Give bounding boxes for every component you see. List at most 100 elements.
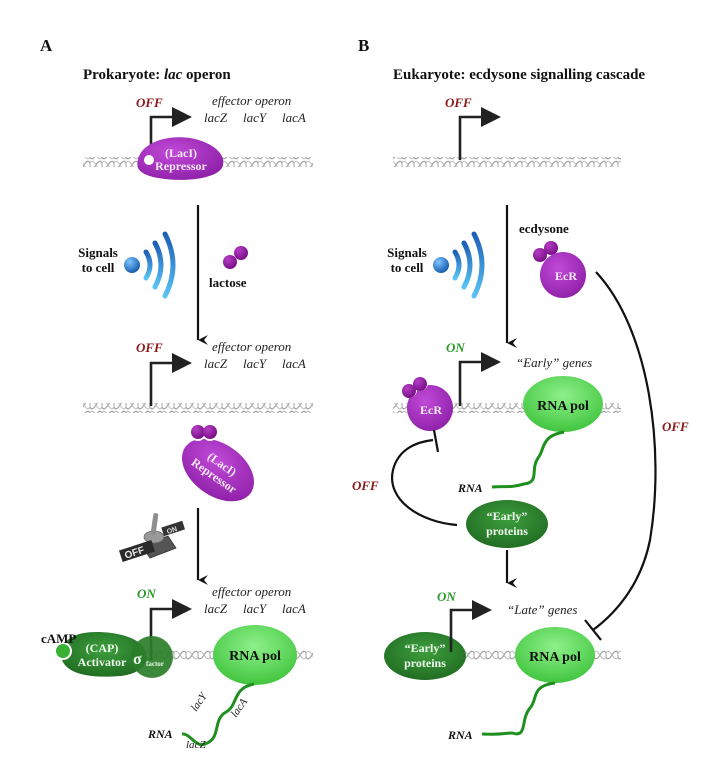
panel-a-title-suffix: operon	[182, 67, 231, 83]
ecr-label: EcR	[420, 403, 442, 417]
panel-a-letter: A	[40, 36, 53, 55]
ecr-receptor	[407, 385, 453, 431]
gene-lacz: lacZ	[204, 356, 228, 371]
early-proteins-label-2: proteins	[404, 656, 446, 670]
rna-gene-lacy: lacY	[189, 689, 211, 713]
panel-b-letter: B	[358, 36, 369, 55]
rna-transcript	[491, 430, 565, 489]
long-feedback-off-label: OFF	[662, 419, 689, 434]
panel-a-title: Prokaryote: lac operon	[83, 67, 231, 83]
promoter-arrow-head	[172, 353, 192, 373]
signal-wave-icon	[471, 231, 485, 299]
laci-repressor	[181, 438, 255, 502]
signal-to-cell: Signals to cell	[387, 231, 485, 299]
panel-a-step1: OFF effector operon lacZ lacY lacA (LacI…	[83, 93, 313, 180]
rna-label: RNA	[457, 481, 483, 495]
gene-lacy: lacY	[243, 601, 268, 616]
gene-laca: lacA	[282, 601, 306, 616]
panel-a-step2: OFF effector operon lacZ lacY lacA (LacI…	[83, 339, 313, 502]
rna-polymerase	[523, 376, 603, 432]
panel-b-step2: ON “Early” genes EcR RNA pol RNA “Early”…	[352, 340, 621, 548]
sigma-factor	[131, 636, 173, 678]
promoter-arrow	[149, 361, 178, 406]
early-proteins	[384, 632, 466, 680]
camp-label: cAMP	[41, 631, 76, 646]
signals-label-1: Signals	[387, 245, 427, 260]
signal-source-icon	[124, 257, 140, 273]
promoter-arrow-head	[172, 599, 192, 619]
activator-label-2: Activator	[78, 655, 127, 669]
repression-bar	[432, 429, 440, 453]
gene-lacz: lacZ	[204, 601, 228, 616]
rna-gene-lacz: lacZ	[186, 739, 206, 751]
rna-polymerase	[515, 627, 595, 683]
panel-b-title: Eukaryote: ecdysone signalling cascade	[393, 67, 645, 83]
early-genes-label: “Early” genes	[516, 355, 592, 370]
lactose-molecule-icon	[223, 255, 237, 269]
sigma-symbol: σ	[133, 651, 142, 668]
rna-pol-label: RNA pol	[529, 650, 581, 665]
bound-lactose-icon	[191, 425, 205, 439]
signals-label-1: Signals	[78, 245, 118, 260]
gene-lacy: lacY	[243, 356, 268, 371]
feedback-off-label: OFF	[352, 478, 379, 493]
dna-strand	[393, 403, 621, 413]
repressor-label-2: Repressor	[155, 159, 207, 173]
promoter-arrow	[458, 360, 487, 406]
dna-strand	[83, 403, 313, 413]
rna-pol-label: RNA pol	[229, 649, 281, 664]
lactose-label: lactose	[209, 275, 247, 290]
ecdysone-molecule-icon	[413, 377, 427, 391]
ecr-receptor	[540, 252, 586, 298]
rna-gene-laca: lacA	[229, 696, 251, 720]
repressor-binding-pocket	[144, 155, 154, 165]
feedback-repression-line	[390, 438, 458, 527]
ecr-label: EcR	[555, 269, 577, 283]
late-genes-label: “Late” genes	[507, 602, 577, 617]
ecdysone-label: ecdysone	[519, 221, 569, 236]
state-off-label: OFF	[136, 95, 163, 110]
cap-activator	[61, 632, 147, 677]
state-off-label: OFF	[445, 95, 472, 110]
rna-pol-label: RNA pol	[537, 399, 589, 414]
switch-on-label: ON	[166, 526, 178, 536]
promoter-arrow-head	[472, 600, 492, 620]
promoter-arrow-head	[481, 352, 501, 372]
signal-wave-icon	[461, 240, 473, 290]
dna-strand	[83, 650, 313, 660]
early-proteins-label-1: “Early”	[405, 641, 446, 655]
toggle-switch-icon: ON OFF	[118, 513, 186, 562]
gene-laca: lacA	[282, 356, 306, 371]
sigma-subscript: factor	[146, 660, 164, 668]
rna-label: RNA	[447, 728, 473, 742]
long-repression-line	[592, 271, 657, 631]
activator-label-1: (CAP)	[86, 641, 119, 655]
promoter-arrow	[449, 608, 478, 652]
gene-lacz: lacZ	[204, 110, 228, 125]
gene-laca: lacA	[282, 110, 306, 125]
panel-b: B Eukaryote: ecdysone signalling cascade…	[352, 36, 689, 742]
rna-polymerase	[213, 625, 297, 685]
promoter-arrow-head	[172, 107, 192, 127]
signals-label-2: to cell	[82, 260, 115, 275]
repressor-label-1: (LacI)	[165, 146, 197, 160]
promoter-arrow-head	[481, 107, 501, 127]
signals-label-2: to cell	[391, 260, 424, 275]
ecdysone-molecule-icon	[402, 384, 416, 398]
panel-b-step1: OFF	[393, 95, 621, 167]
operon-label: effector operon	[212, 93, 291, 108]
panel-a-step3: ON effector operon lacZ lacY lacA cAMP (…	[41, 584, 313, 751]
signal-source-icon	[433, 257, 449, 273]
state-on-label: ON	[137, 586, 156, 601]
panel-a-title-italic: lac	[164, 67, 183, 83]
gene-lacy: lacY	[243, 110, 268, 125]
bound-lactose-icon	[203, 425, 217, 439]
early-proteins-label-2: proteins	[486, 524, 528, 538]
panel-a-title-prefix: Prokaryote:	[83, 67, 164, 83]
rna-transcript	[181, 682, 255, 747]
ecdysone-receptor-complex: ecdysone EcR	[519, 221, 586, 298]
signal-wave-icon	[143, 249, 153, 281]
early-proteins	[466, 500, 548, 548]
signal-to-cell: Signals to cell	[78, 231, 176, 299]
